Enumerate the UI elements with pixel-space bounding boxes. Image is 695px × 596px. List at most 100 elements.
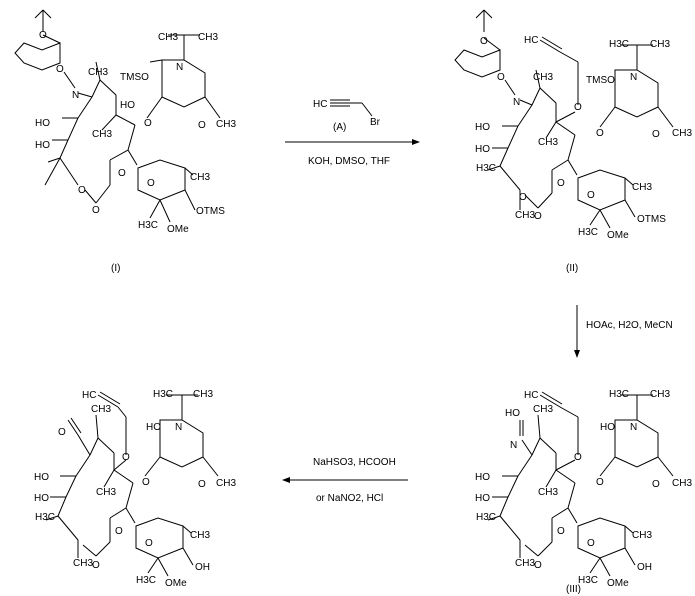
compound-iv-atom-label: CH3 xyxy=(73,558,93,569)
compound-i-atom-label: N xyxy=(72,90,79,101)
compound-i-atom-label: HO xyxy=(35,118,50,129)
compound-ii-atom-label: O xyxy=(587,190,595,201)
compound-iv-atom-label: H3C xyxy=(35,512,55,523)
compound-ii-atom-label: TMSO xyxy=(586,75,615,86)
compound-iv-structure xyxy=(45,391,219,577)
compound-i-atom-label: CH3 xyxy=(216,119,236,130)
compound-iii-atom-label: HO xyxy=(505,408,520,419)
compound-iv-atom-label: CH3 xyxy=(91,404,111,415)
compound-iv-atom-label: O xyxy=(198,479,206,490)
compound-iii-atom-label: OH xyxy=(637,562,652,573)
compound-ii-atom-label: O xyxy=(497,72,505,83)
compound-iv-atom-label: HC xyxy=(82,390,96,401)
compound-iii-atom-label: HO xyxy=(475,493,490,504)
compound-iv-atom-label: H3C xyxy=(136,575,156,586)
compound-iii-atom-label: O xyxy=(587,538,595,549)
compound-iv-atom-label: HO xyxy=(34,493,49,504)
compound-ii-atom-labels: O O N HC TMSO H3C N CH3 HO HO O O O O O … xyxy=(475,35,692,241)
compound-i-atom-label: HO xyxy=(120,100,135,111)
compound-ii-structure xyxy=(454,9,674,229)
compound-i-atom-label: O xyxy=(147,178,155,189)
compound-ii-atom-label: O xyxy=(480,36,488,47)
compound-iii-atom-label: CH3 xyxy=(650,389,670,400)
compound-i-atom-label: CH3 xyxy=(190,172,210,183)
reagent-a-structure xyxy=(330,99,373,117)
compound-iv-atom-label: OH xyxy=(195,562,210,573)
compound-iv-atom-label: H3C xyxy=(153,389,173,400)
compound-ii-atom-label: N xyxy=(630,72,637,83)
compound-i-atom-label: O xyxy=(39,30,47,41)
compound-i-atom-label: O xyxy=(118,168,126,179)
compound-iv-atom-label: O xyxy=(92,560,100,571)
compound-i-atom-label: N xyxy=(176,62,183,73)
compound-iv-atom-label: HO xyxy=(34,472,49,483)
compound-iii-atom-label: CH3 xyxy=(533,404,553,415)
compound-ii-atom-label: HO xyxy=(475,122,490,133)
compound-iii-atom-label: H3C xyxy=(609,389,629,400)
compound-i-atom-label: O xyxy=(78,185,86,196)
compound-ii-atom-label: O xyxy=(652,129,660,140)
compound-ii-atom-label: O xyxy=(519,192,527,203)
compound-iii-atom-label: O xyxy=(534,560,542,571)
compound-iii-structure xyxy=(487,391,674,577)
compound-iv-atom-label: O xyxy=(58,427,66,438)
compound-iii-atom-label: O xyxy=(574,452,582,463)
compound-ii-atom-label: H3C xyxy=(578,227,598,238)
compound-i-atom-label: O xyxy=(198,120,206,131)
compound-i-structure xyxy=(14,9,221,223)
compound-iii-atom-label: HO xyxy=(475,472,490,483)
compound-ii-atom-label: OMe xyxy=(607,230,629,241)
compound-i-atom-label: CH3 xyxy=(198,32,218,43)
compound-ii-atom-label: HO xyxy=(475,144,490,155)
compound-i-atom-label: OTMS xyxy=(196,206,225,217)
compound-iii-atom-label: CH3 xyxy=(515,558,535,569)
compound-ii-atom-label: CH3 xyxy=(515,210,535,221)
step-1-conditions: KOH, DMSO, THF xyxy=(308,156,390,167)
step-3-conditions-alt: or NaNO2, HCl xyxy=(316,493,383,504)
compound-i-atom-label: O xyxy=(144,118,152,129)
compound-iii-atom-labels: HO N HC H3C N CH3 HO HO HO O O O O O O O… xyxy=(475,389,692,589)
compound-iv-atom-label: HO xyxy=(146,422,161,433)
compound-iv-atom-label: CH3 xyxy=(96,487,116,498)
compound-ii-label: (II) xyxy=(566,263,578,274)
compound-i-atom-label: O xyxy=(56,64,64,75)
compound-ii-atom-label: H3C xyxy=(476,163,496,174)
compound-ii-atom-label: CH3 xyxy=(533,72,553,83)
compound-iii-atom-label: H3C xyxy=(578,575,598,586)
arrowhead-right-icon xyxy=(412,139,420,145)
compound-iii-atom-label: H3C xyxy=(476,512,496,523)
compound-iv-atom-label: N xyxy=(175,422,182,433)
compound-ii-atom-label: HC xyxy=(524,35,538,46)
compound-i-atom-label: O xyxy=(92,205,100,216)
compound-ii-atom-label: CH3 xyxy=(632,182,652,193)
compound-iii-atom-label: CH3 xyxy=(538,487,558,498)
compound-ii-atom-label: CH3 xyxy=(650,39,670,50)
compound-iii-atom-label: N xyxy=(630,422,637,433)
compound-ii-atom-label: O xyxy=(534,211,542,222)
compound-iv-atom-label: OMe xyxy=(165,578,187,589)
compound-ii-atom-label: O xyxy=(574,102,582,113)
step-3-conditions: NaHSO3, HCOOH xyxy=(313,457,396,468)
reagent-a-atom-label: Br xyxy=(370,117,381,128)
reagent-a-label: (A) xyxy=(333,122,346,133)
reagent-a-atom-label: HC xyxy=(313,99,327,110)
step-2-conditions: HOAc, H2O, MeCN xyxy=(586,320,673,331)
compound-ii-atom-label: O xyxy=(596,128,604,139)
compound-iv-atom-labels: HC H3C N CH3 O HO HO HO O O O O O O OH O… xyxy=(34,389,236,589)
compound-iv-atom-label: O xyxy=(145,538,153,549)
compound-iii-label: (III) xyxy=(566,584,581,595)
compound-ii-atom-label: H3C xyxy=(609,39,629,50)
arrowhead-down-icon xyxy=(574,350,580,358)
compound-iii-atom-label: O xyxy=(652,479,660,490)
compound-iii-atom-label: O xyxy=(596,477,604,488)
compound-i-atom-label: OMe xyxy=(167,224,189,235)
compound-iii-atom-label: CH3 xyxy=(632,530,652,541)
compound-i-atom-label: TMSO xyxy=(120,72,149,83)
compound-i-atom-label: H3C xyxy=(138,220,158,231)
compound-ii-atom-label: OTMS xyxy=(637,214,666,225)
compound-ii-atom-label: N xyxy=(513,97,520,108)
compound-i-atom-label: CH3 xyxy=(158,32,178,43)
compound-ii-atom-label: O xyxy=(557,178,565,189)
compound-ii-atom-label: CH3 xyxy=(538,137,558,148)
